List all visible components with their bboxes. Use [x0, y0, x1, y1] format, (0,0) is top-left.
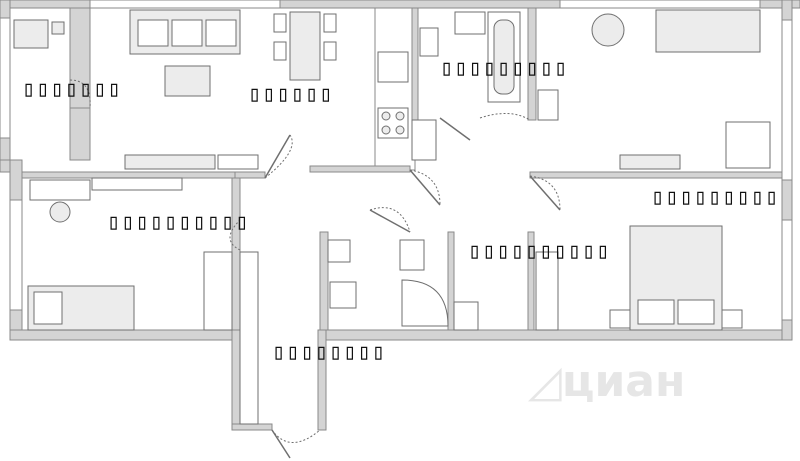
nightstand-a — [609, 309, 631, 329]
door-leaf-kitchen — [409, 169, 441, 206]
doors — [69, 79, 561, 443]
coffee-table — [164, 65, 211, 97]
sofa-cushion-3 — [205, 19, 237, 47]
window-right-top — [781, 19, 793, 181]
room-label-bathroom-1: ▯▯▯▯▯▯▯▯▯ — [440, 56, 569, 81]
door-leaf-bedroom2 — [529, 175, 561, 211]
bath2-washer — [327, 239, 351, 263]
sofa-cushion-2 — [171, 19, 203, 47]
door-bedroom1 — [229, 219, 241, 251]
fridge — [411, 119, 437, 161]
dining-table — [289, 11, 321, 81]
room-label-hallway: ▯▯▯▯▯▯▯▯ — [272, 340, 386, 365]
wardrobe-bedroom3 — [535, 251, 559, 331]
door-kitchen — [409, 169, 441, 206]
wall-bath1-right — [527, 7, 537, 121]
shelf-hall — [453, 301, 479, 331]
stove-burner-2 — [395, 111, 405, 121]
inner-walls — [21, 7, 783, 331]
kitchen-sink — [377, 51, 409, 83]
bathtub-inner — [493, 19, 515, 95]
window-top-1 — [89, 0, 281, 9]
wall-bedroom-top-2 — [234, 171, 266, 179]
room-label-bedroom-2: ▯▯▯▯▯▯▯▯▯ — [651, 185, 780, 210]
door-leaf-bath1 — [439, 117, 471, 141]
wall-bedroom-top — [21, 171, 238, 179]
furniture — [13, 9, 771, 425]
pillow-bedroom3-a — [637, 299, 675, 325]
wall-bottom-left — [9, 329, 233, 341]
stove-burner-3 — [381, 125, 391, 135]
nightstand-b — [721, 309, 743, 329]
chair-2 — [273, 41, 287, 61]
wall-bedroom2-top — [529, 171, 783, 179]
wall-balcony-lower — [69, 107, 91, 161]
room-label-bedroom-1: ▯▯▯▯▯▯▯▯▯▯ — [107, 210, 250, 235]
wardrobe-bedroom1 — [203, 251, 233, 331]
wall-corridor-left — [231, 329, 241, 431]
wall-hall-top — [309, 165, 411, 173]
wall-bottom-right — [321, 329, 793, 341]
chair-1 — [273, 13, 287, 33]
tv-stand-right — [619, 154, 681, 170]
door-leaf-living — [264, 134, 291, 179]
tv-stand — [124, 154, 216, 170]
window-top-2 — [559, 0, 761, 9]
door-leaf-entrance — [271, 429, 291, 459]
wall-kitchen-utility — [374, 7, 416, 171]
watermark: ◿циан — [528, 360, 685, 404]
wall-bath2-right — [447, 231, 455, 331]
bookshelf-bedroom1 — [91, 177, 183, 191]
window-left-top — [0, 17, 11, 139]
stove-burner-4 — [395, 125, 405, 135]
pillow-bedroom1 — [33, 291, 63, 325]
bath1-sink — [454, 11, 486, 35]
stove-burner-1 — [381, 111, 391, 121]
wardrobe-corridor — [239, 251, 259, 425]
wall-bedroom-right — [231, 177, 241, 331]
sofa-cushion-1 — [137, 19, 169, 47]
pillow-bedroom3-b — [677, 299, 715, 325]
balcony-table — [51, 21, 65, 35]
shower — [401, 279, 449, 327]
cian-logo-icon: ◿ — [528, 356, 562, 407]
window-left-bottom — [9, 199, 23, 311]
shelf-living — [217, 154, 259, 170]
desk-top-right — [725, 121, 771, 169]
wall-bath2-left — [319, 231, 329, 331]
window-right-bottom — [781, 219, 793, 321]
chair-4 — [323, 41, 337, 61]
wall-bath1-left — [411, 7, 419, 121]
door-bath2 — [369, 207, 411, 233]
armchair — [591, 13, 625, 47]
watermark-text: циан — [561, 356, 686, 407]
bath2-toilet — [329, 281, 357, 309]
wall-corridor-bottom-a — [231, 423, 273, 431]
bath2-sink — [399, 239, 425, 271]
bedroom2-sofa — [655, 9, 761, 53]
desk-bedroom1 — [29, 179, 91, 201]
balcony-chair — [13, 19, 49, 49]
kitchen-stove — [377, 107, 409, 139]
wall-bedroom2-left — [527, 231, 535, 331]
chair-3 — [323, 13, 337, 33]
door-leaves — [264, 117, 561, 459]
door-bedroom2 — [529, 175, 561, 211]
door-bath1 — [479, 113, 531, 121]
room-label-bathroom-2: ▯▯▯▯▯▯▯▯▯▯ — [468, 239, 611, 264]
bath1-toilet — [419, 27, 439, 57]
room-label-living: ▯▯▯▯▯▯ — [248, 82, 334, 107]
bath1-cabinet — [537, 89, 559, 121]
windows — [0, 0, 793, 321]
door-leaf-bath2 — [369, 209, 411, 233]
desk-chair-bedroom1 — [49, 201, 71, 223]
room-label-balcony: ▯▯▯▯▯▯▯ — [22, 77, 122, 102]
